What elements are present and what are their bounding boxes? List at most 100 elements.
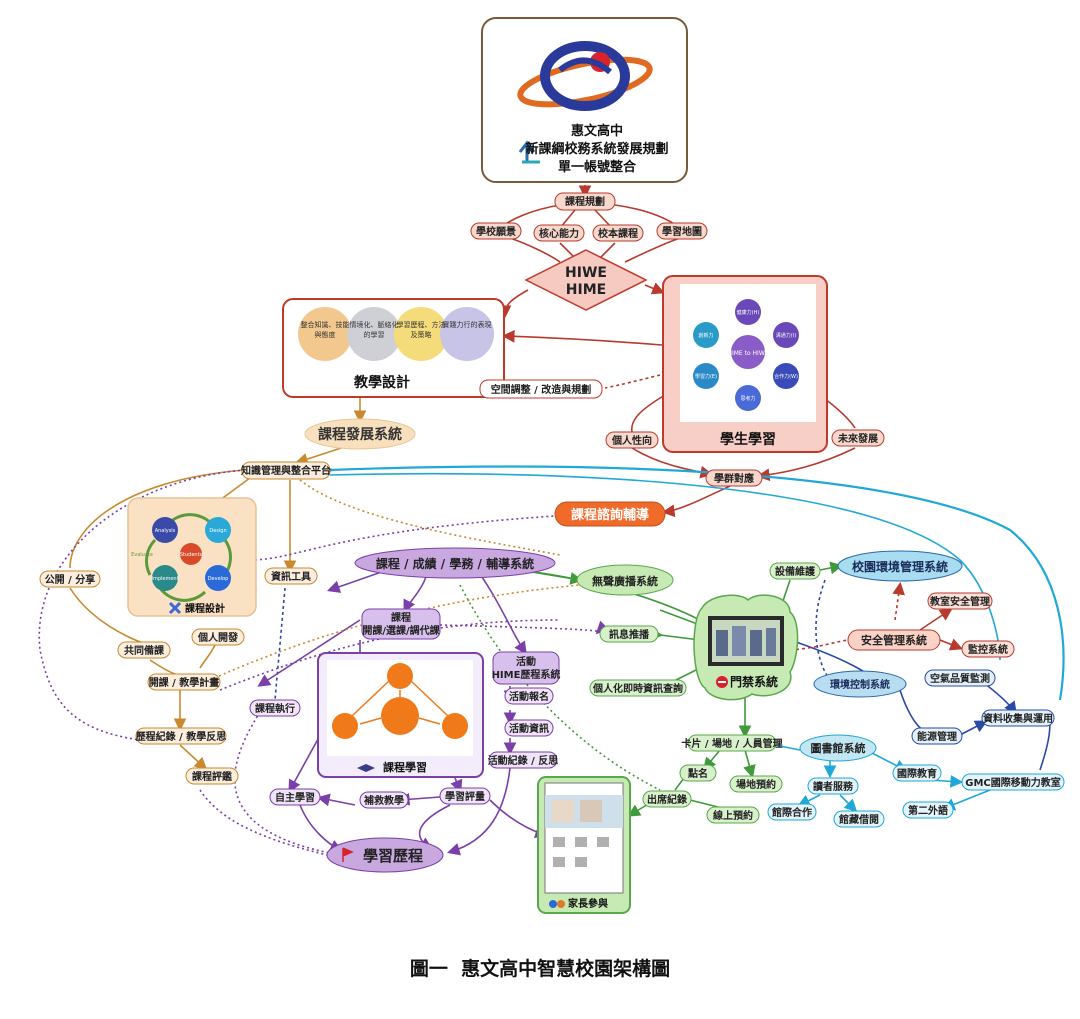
flag-icon — [342, 847, 354, 862]
family-icon — [549, 900, 565, 908]
equipment-pill — [769, 562, 821, 580]
develop-node — [205, 565, 231, 591]
innovation-node — [693, 322, 719, 348]
cooperation-node — [773, 363, 799, 389]
public-pill — [39, 570, 101, 588]
context-circle — [347, 307, 401, 361]
remedial-label: 補救教學 — [363, 794, 404, 807]
student-learning-title: 學生學習 — [720, 431, 776, 448]
future-pill — [831, 429, 885, 447]
evaluate-pill — [185, 767, 239, 785]
students-node — [180, 543, 202, 565]
attendance-pill — [642, 790, 692, 808]
card-label: 卡片 / 場地 / 人員管理 — [681, 737, 782, 750]
coprep-label: 共同備課 — [124, 644, 164, 657]
course-design-box: Analysis Design Develop Implement Studen… — [127, 497, 257, 617]
health-label: 健康力(H) — [737, 309, 760, 316]
reader-label: 讀者服務 — [813, 780, 854, 793]
knowledge-circle — [298, 307, 352, 361]
course-dev-label: 課程發展系統 — [318, 426, 402, 443]
course-dev-cloud — [304, 418, 416, 450]
hime-system-label: HIME歷程系統 — [492, 668, 561, 681]
activity-pill — [492, 651, 560, 685]
execute-pill — [249, 699, 301, 717]
right-node-icon — [442, 713, 468, 739]
personality-pill — [605, 431, 659, 449]
course-design-title: 課程設計 — [185, 602, 225, 615]
online-pill — [706, 806, 760, 824]
borrow-pill — [833, 810, 885, 828]
portfolio-cloud — [326, 837, 444, 873]
learning-label: 學習力(E) — [695, 373, 717, 380]
personal-dev-label: 個人開發 — [197, 631, 238, 644]
evaluate-label: Evaluate — [131, 552, 153, 558]
env-mgmt-label: 校園環境管理系統 — [852, 559, 948, 574]
develop-label: Develop — [208, 576, 229, 582]
cooperation-label: 合作力(W) — [774, 373, 798, 380]
curriculum-group: 課程規劃 學校願景 核心能力 校本課程 學習地圖 HIWE HIME — [470, 192, 708, 311]
school-course-label: 校本課程 — [598, 227, 638, 240]
activity-label: 活動 — [516, 655, 536, 668]
execute-label: 課程執行 — [255, 702, 295, 715]
course-learning-box: 課程學習 — [317, 652, 484, 778]
second-lang-pill — [902, 801, 954, 819]
energy-label: 能源管理 — [917, 730, 957, 743]
classroom-safety-label: 教室安全管理 — [929, 595, 990, 608]
core-pill — [533, 224, 585, 242]
vision-label: 學校願景 — [476, 225, 516, 238]
second-lang-label: 第二外語 — [908, 804, 948, 817]
air-pill — [924, 669, 996, 687]
personal-dev-pill — [191, 628, 245, 646]
context-text: 情境化、脈絡化的學習 — [349, 321, 399, 339]
communication-label: 溝通力(I) — [776, 332, 796, 339]
header-box: 惠文高中 新課綱校務系統發展規劃 單一帳號整合 — [481, 17, 688, 183]
hime-center-label: HIME to HIWE — [727, 350, 768, 357]
implement-node — [152, 565, 178, 591]
monitor-pill — [961, 640, 1015, 658]
thinking-label: 思考力 — [740, 395, 755, 402]
thinking-node — [735, 385, 761, 411]
push-pill — [599, 625, 659, 643]
monitor-label: 監控系統 — [968, 643, 1008, 656]
push-label: 訊息推播 — [609, 628, 650, 641]
main-system-label: 課程 / 成績 / 學務 / 輔導系統 — [376, 556, 534, 571]
counseling-pill — [554, 501, 666, 527]
group-label: 學群對應 — [714, 472, 754, 485]
remedial-pill — [359, 791, 409, 809]
portfolio-label: 學習歷程 — [363, 847, 423, 865]
plan-pill — [147, 673, 221, 691]
school-course-pill — [592, 224, 644, 242]
activity-info-label: 活動資訊 — [509, 722, 549, 735]
vision-pill — [470, 222, 522, 240]
health-node — [735, 299, 761, 325]
teaching-design-box: 整合知識、技能與態度 情境化、脈絡化的學習 學習歷程、方法及策略 實踐力行的表現… — [282, 298, 505, 398]
students-label: Students — [180, 552, 203, 558]
activity-record-pill — [488, 751, 558, 769]
course-planning-pill — [554, 192, 616, 211]
gate-system-box: 門禁系統 — [693, 594, 799, 701]
realtime-label: 個人化即時資訊查詢 — [592, 682, 683, 695]
counseling-label: 課程諮詢輔導 — [571, 507, 649, 523]
activity-record-label: 活動紀錄 / 反思 — [488, 754, 559, 767]
card-pill — [687, 734, 777, 752]
venue-label: 場地預約 — [736, 778, 776, 791]
course-evaluate-label: 課程評鑑 — [192, 770, 232, 783]
knowledge-label: 知識管理與整合平台 — [240, 464, 331, 477]
practice-circle — [440, 307, 494, 361]
safety-pill — [847, 629, 941, 651]
graduation-cap-icon — [357, 764, 375, 772]
gmc-label: GMC國際移動力教室 — [965, 776, 1061, 789]
assessment-pill — [439, 787, 491, 805]
implement-label: Implement — [151, 576, 178, 582]
gate-label: 門禁系統 — [730, 674, 778, 689]
public-label: 公開 / 分享 — [45, 573, 96, 586]
info-pill — [504, 719, 554, 737]
learning-node — [693, 363, 719, 389]
online-label: 線上預約 — [713, 809, 753, 822]
hime-label: HIME — [566, 282, 606, 298]
env-control-cloud — [813, 670, 907, 698]
coprep-pill — [117, 641, 171, 659]
info-tool-pill — [264, 567, 318, 585]
intl-pill — [892, 764, 942, 782]
